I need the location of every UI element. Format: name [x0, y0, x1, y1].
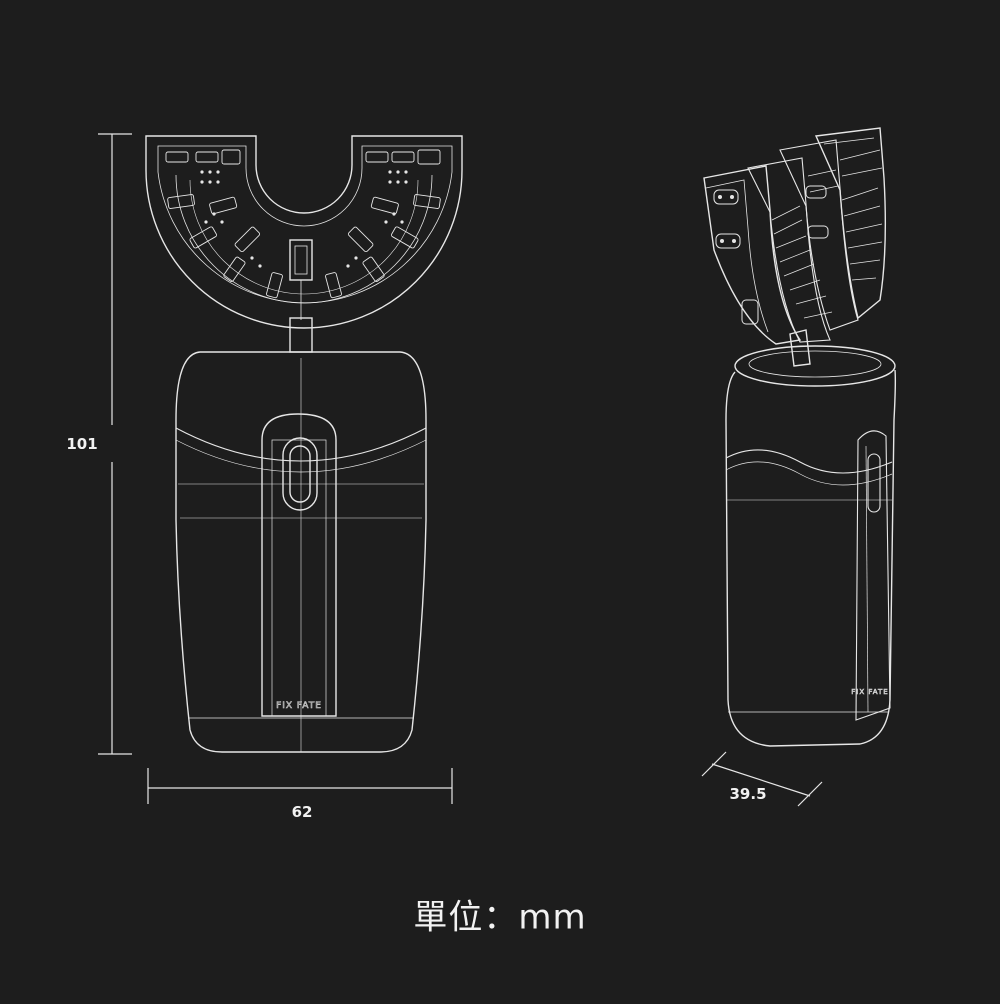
width-dimension-label: 62 [291, 803, 313, 821]
side-brand-text: FIX FATE [851, 688, 888, 696]
side-shaft [789, 329, 811, 367]
depth-dimension-label: 39.5 [729, 785, 767, 803]
front-handle: FIX FATE [175, 351, 427, 753]
front-brush-head [145, 135, 463, 329]
front-width-dimension [147, 768, 453, 804]
side-view: FIX FATE [703, 127, 897, 747]
unit-label: 單位：mm [413, 897, 587, 938]
height-dimension-label: 101 [66, 435, 98, 453]
side-depth-dimension [701, 751, 823, 807]
side-brush-head [703, 127, 887, 345]
front-view: FIX FATE [145, 135, 463, 753]
front-height-dimension [98, 133, 132, 755]
side-handle: FIX FATE [725, 345, 897, 747]
front-brand-text: FIX FATE [276, 701, 322, 711]
